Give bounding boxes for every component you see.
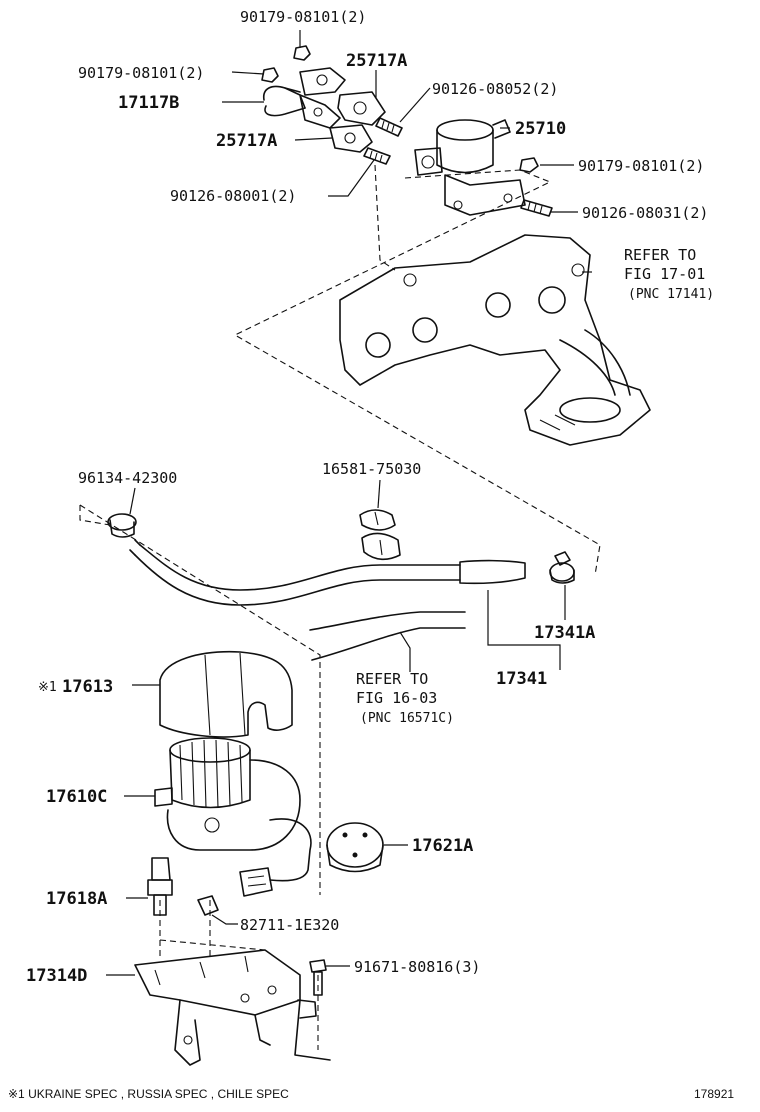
label-90126-08031: 90126-08031(2) <box>582 204 708 222</box>
refer-17-line2: FIG 17-01 <box>624 265 705 283</box>
label-90126-08001: 90126-08001(2) <box>170 187 296 205</box>
leader-lines <box>106 30 592 976</box>
label-25717a-top: 25717A <box>346 51 407 71</box>
nut-90179-top <box>293 45 311 61</box>
label-17117b: 17117B <box>118 93 179 113</box>
label-25717a-mid: 25717A <box>216 131 277 151</box>
clamp-16581 <box>359 509 401 561</box>
label-17341a: 17341A <box>534 623 595 643</box>
hose-17341 <box>129 539 526 606</box>
exhaust-manifold <box>339 234 651 446</box>
label-25710: 25710 <box>515 119 566 139</box>
part-labels: 90179-08101(2) 90179-08101(2) 25717A 171… <box>26 8 714 986</box>
refer-16-line2: FIG 16-03 <box>356 689 437 707</box>
stud-90126-08001 <box>363 147 391 165</box>
footer: ※1 UKRAINE SPEC , RUSSIA SPEC , CHILE SP… <box>8 1087 734 1101</box>
label-82711: 82711-1E320 <box>240 916 339 934</box>
label-96134: 96134-42300 <box>78 469 177 487</box>
stud-90126-08052 <box>375 117 403 137</box>
hose-fig-16-03 <box>309 611 466 661</box>
refer-16-line3: (PNC 16571C) <box>360 711 454 726</box>
nut-90179-right <box>519 157 539 173</box>
cover-17613 <box>159 650 293 738</box>
label-17621a: 17621A <box>412 836 473 856</box>
label-90179-right: 90179-08101(2) <box>578 157 704 175</box>
label-90179-left: 90179-08101(2) <box>78 64 204 82</box>
refer-17-line1: REFER TO <box>624 246 696 264</box>
label-17613: 17613 <box>62 677 113 697</box>
label-16581: 16581-75030 <box>322 460 421 478</box>
label-90179-top: 90179-08101(2) <box>240 8 366 26</box>
label-17613-mark: ※1 <box>38 680 57 695</box>
clamp-17341a <box>549 551 575 584</box>
pipe-17117b <box>262 67 346 129</box>
nut-90179-left <box>261 67 279 83</box>
cap-17621a <box>326 822 384 873</box>
diagram-number: 178921 <box>694 1087 734 1101</box>
footer-note: ※1 UKRAINE SPEC , RUSSIA SPEC , CHILE SP… <box>8 1087 289 1101</box>
label-17618a: 17618A <box>46 889 107 909</box>
air-switching-valve-25710 <box>414 119 526 216</box>
label-90126-08052: 90126-08052(2) <box>432 80 558 98</box>
refer-17-line3: (PNC 17141) <box>628 287 714 302</box>
assembly-dashed-lines <box>79 164 601 1050</box>
air-pump-17610c <box>154 737 312 897</box>
refer-16-line1: REFER TO <box>356 670 428 688</box>
clamp-96134 <box>107 513 137 538</box>
bolt-91671 <box>309 959 327 996</box>
label-91671: 91671-80816(3) <box>354 958 480 976</box>
gasket-25717a-top <box>337 91 386 126</box>
label-17610c: 17610C <box>46 787 107 807</box>
gasket-25717a-mid <box>329 124 373 153</box>
stud-90126-08031 <box>520 199 553 217</box>
clip-82711 <box>197 895 219 916</box>
bracket-17314d <box>134 949 331 1066</box>
label-17341: 17341 <box>496 669 547 689</box>
sensor-17618a <box>147 857 173 916</box>
label-17314d: 17314D <box>26 966 87 986</box>
